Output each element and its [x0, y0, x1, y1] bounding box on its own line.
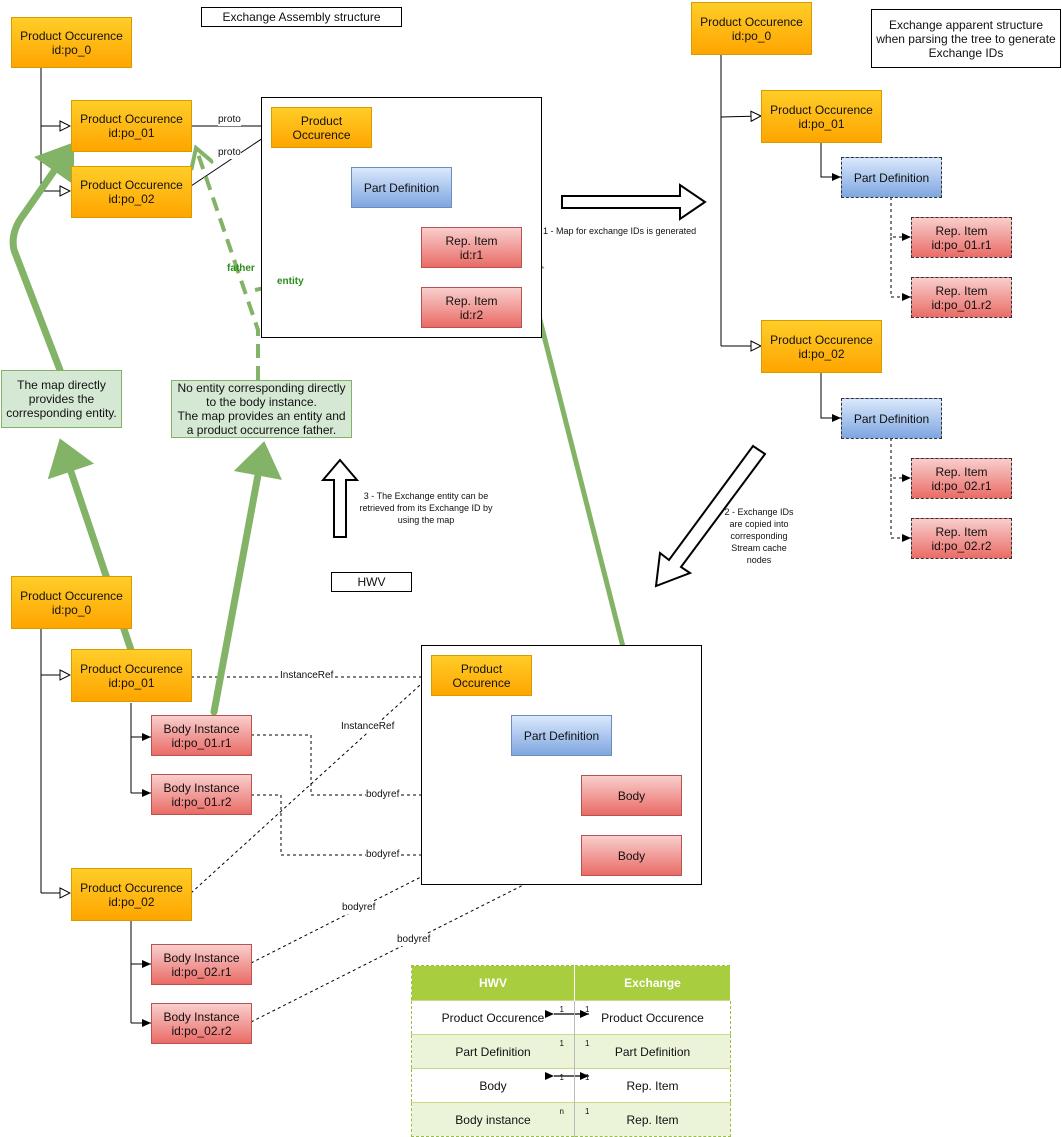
note-map-direct: The map directly provides the correspond… — [1, 370, 122, 428]
hwv-body-2[interactable]: Body — [581, 835, 682, 876]
proto-rep-item-r1[interactable]: Rep. Item id:r1 — [421, 227, 522, 268]
hwv-body-instance-po02-r1[interactable]: Body Instance id:po_02.r1 — [151, 944, 252, 985]
instanceref-label-1: InstanceRef — [280, 670, 334, 682]
bodyref-label-3: bodyref — [342, 902, 376, 914]
step1-label: 1 - Map for exchange IDs is generated — [543, 226, 697, 236]
proto-label-2: proto — [218, 147, 241, 159]
hwv-body-instance-po01-r2[interactable]: Body Instance id:po_01.r2 — [151, 774, 252, 815]
hwv-proto-product-occurence[interactable]: Product Occurence — [431, 655, 532, 696]
apparent-part-definition-1[interactable]: Part Definition — [841, 157, 942, 198]
father-label: father — [227, 263, 255, 274]
hwv-body-instance-po02-r2[interactable]: Body Instance id:po_02.r2 — [151, 1003, 252, 1044]
bodyref-label-4: bodyref — [397, 934, 431, 946]
apparent-product-occurence-po01[interactable]: Product Occurence id:po_01 — [761, 90, 882, 143]
proto-label-1: proto — [218, 114, 241, 126]
apparent-product-occurence-po0[interactable]: Product Occurence id:po_0 — [691, 2, 812, 55]
hwv-body-instance-po01-r1[interactable]: Body Instance id:po_01.r1 — [151, 715, 252, 756]
proto-product-occurence[interactable]: Product Occurence — [271, 107, 372, 148]
hwv-title: HWV — [331, 572, 412, 592]
apparent-tree-edges — [720, 55, 911, 542]
apparent-rep-item-po02-r2[interactable]: Rep. Item id:po_02.r2 — [911, 518, 1012, 559]
apparent-rep-item-po01-r1[interactable]: Rep. Item id:po_01.r1 — [911, 217, 1012, 258]
assembly-structure-title: Exchange Assembly structure — [201, 7, 402, 27]
step1-block-arrow — [561, 183, 707, 221]
apparent-product-occurence-po02[interactable]: Product Occurence id:po_02 — [761, 320, 882, 373]
apparent-rep-item-po01-r2[interactable]: Rep. Item id:po_01.r2 — [911, 277, 1012, 318]
top-product-occurence-po0[interactable]: Product Occurence id:po_0 — [11, 17, 132, 68]
entity-label: entity — [277, 276, 304, 287]
proto-rep-item-r2[interactable]: Rep. Item id:r2 — [421, 287, 522, 328]
apparent-part-definition-2[interactable]: Part Definition — [841, 398, 942, 439]
table-header-hwv: HWV — [411, 965, 575, 1001]
hwv-product-occurence-po01[interactable]: Product Occurence id:po_01 — [71, 649, 192, 702]
apparent-rep-item-po02-r1[interactable]: Rep. Item id:po_02.r1 — [911, 458, 1012, 499]
step3-block-arrow — [320, 458, 360, 538]
note-no-entity: No entity corresponding directly to the … — [171, 380, 352, 438]
bodyref-label-2: bodyref — [366, 849, 400, 861]
apparent-structure-title: Exchange apparent structure when parsing… — [871, 9, 1061, 68]
top-product-occurence-po01[interactable]: Product Occurence id:po_01 — [71, 100, 192, 152]
hwv-body-1[interactable]: Body — [581, 775, 682, 816]
hwv-product-occurence-po02[interactable]: Product Occurence id:po_02 — [71, 868, 192, 921]
table-header-exchange: Exchange — [574, 965, 731, 1001]
step3-label: 3 - The Exchange entity can be retrieved… — [359, 491, 493, 525]
proto-part-definition[interactable]: Part Definition — [351, 167, 452, 208]
hwv-proto-part-definition[interactable]: Part Definition — [511, 715, 612, 756]
instanceref-label-2: InstanceRef — [341, 721, 395, 733]
step-arrows — [320, 183, 767, 588]
step2-label: 2 - Exchange IDs are copied into corresp… — [724, 507, 794, 565]
top-product-occurence-po02[interactable]: Product Occurence id:po_02 — [71, 166, 192, 218]
hwv-product-occurence-po0[interactable]: Product Occurence id:po_0 — [11, 576, 132, 629]
bodyref-label-1: bodyref — [366, 789, 400, 801]
step2-block-arrow — [654, 444, 767, 588]
